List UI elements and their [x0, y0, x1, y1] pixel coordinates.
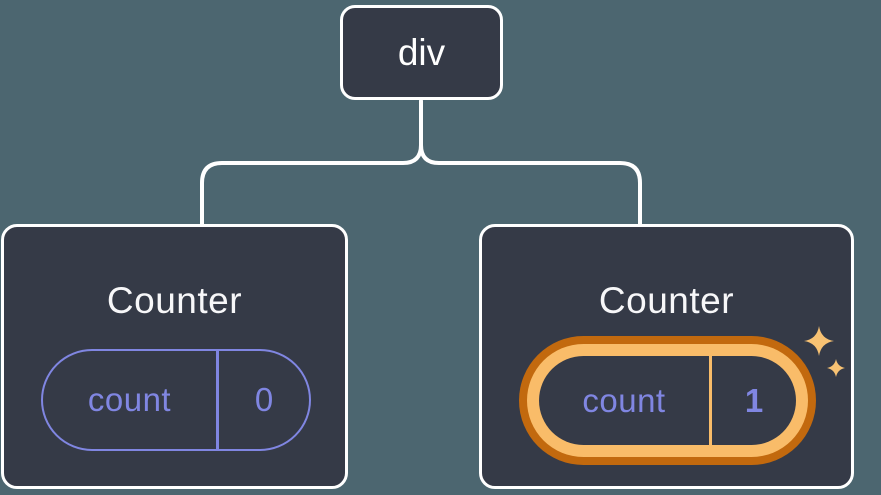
- counter-title: Counter: [598, 280, 735, 321]
- state-key-label: count: [582, 381, 666, 419]
- state-value: 1: [744, 381, 764, 419]
- sparkle-large: [804, 326, 834, 356]
- sparkle-small: [827, 359, 845, 377]
- pill-divider: [216, 351, 219, 449]
- counter-title: Counter: [106, 280, 243, 321]
- highlight-ring-inner: count 1: [527, 344, 808, 457]
- root-node: div: [340, 5, 503, 100]
- root-node-label: div: [397, 31, 446, 73]
- counter-node-left: Counter count 0: [1, 224, 348, 489]
- state-pill-highlighted: count 1: [539, 356, 796, 445]
- pill-divider: [709, 356, 712, 445]
- highlight-ring-outer: count 1: [519, 336, 816, 465]
- counter-node-right: Counter count 1: [479, 224, 854, 489]
- state-key-label: count: [87, 381, 172, 418]
- sparkle-icon: [804, 326, 845, 377]
- state-value: 0: [254, 381, 274, 418]
- connector-branch-left: [200, 143, 423, 226]
- state-pill: count 0: [41, 349, 311, 451]
- connector-branch-right: [419, 143, 642, 226]
